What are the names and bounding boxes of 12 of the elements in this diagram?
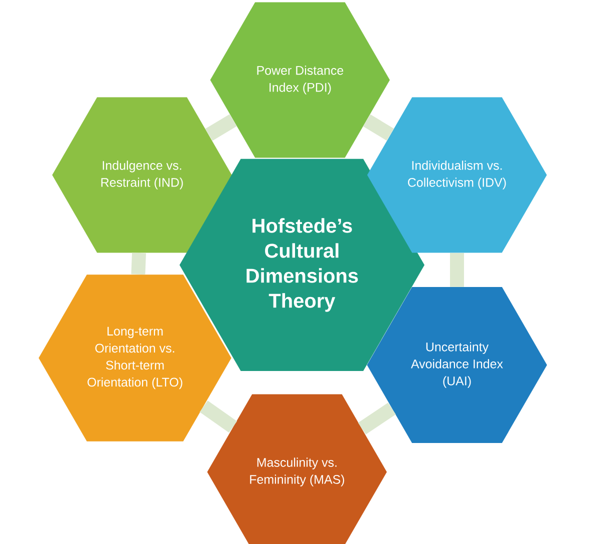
connector-band	[131, 252, 146, 275]
dimension-hexagon: Long-term Orientation vs. Short-term Orientation (LTO)	[38, 274, 232, 442]
dimension-hexagon: Indulgence vs. Restraint (IND)	[52, 97, 232, 253]
dimension-hexagon: Power Distance Index (PDI)	[210, 2, 390, 158]
connector-band	[450, 252, 464, 287]
connector-band	[205, 114, 237, 141]
connector-band	[363, 114, 394, 141]
dimension-hexagon: Masculinity vs. Femininity (MAS)	[207, 394, 387, 544]
dimension-hexagon: Individualism vs. Collectivism (IDV)	[367, 97, 547, 253]
dimension-hexagon: Uncertainty Avoidance Index (UAI)	[367, 287, 547, 443]
connector-band	[200, 400, 237, 433]
connector-band	[358, 402, 396, 434]
